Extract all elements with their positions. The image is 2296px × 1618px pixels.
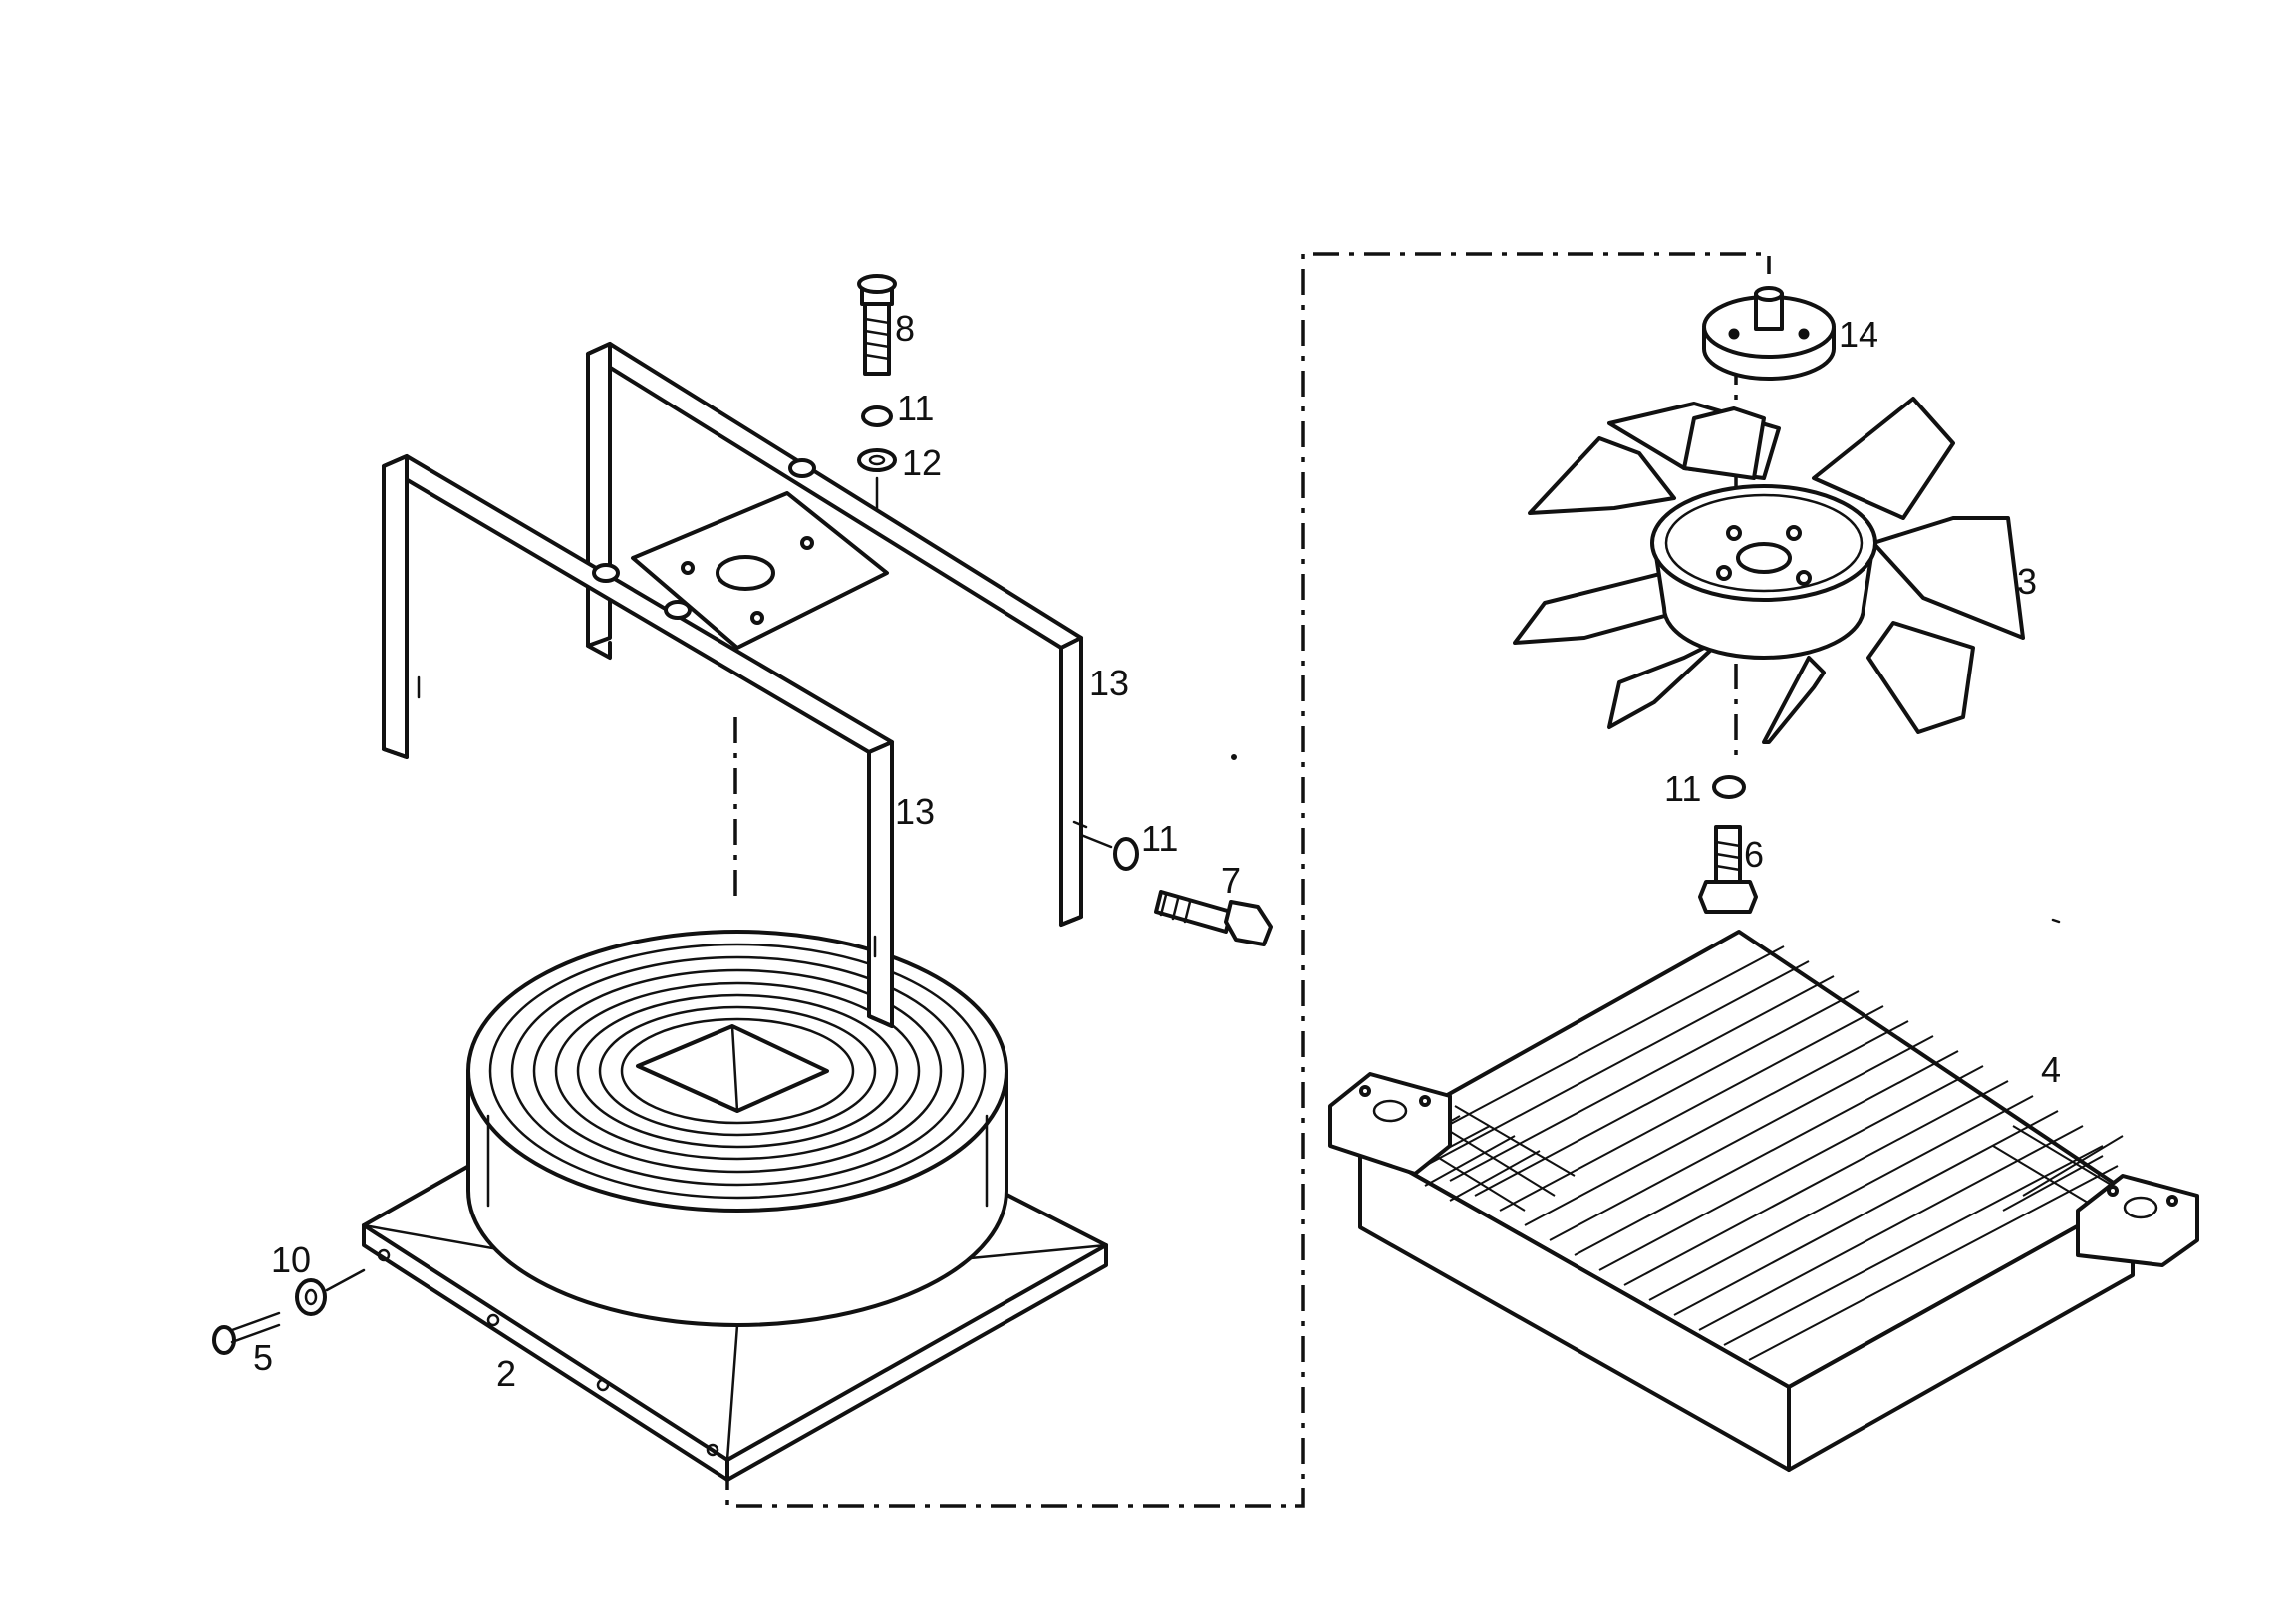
callout-part-14: 14 [1839, 314, 1879, 355]
callout-part-12: 12 [902, 442, 943, 483]
fan-hub-14-part [1702, 286, 1836, 381]
hex-bolt-8-part [857, 274, 897, 376]
callout-part-8: 8 [895, 308, 916, 349]
callout-part-3: 3 [2017, 561, 2038, 602]
callout-part-10: 10 [271, 1239, 312, 1280]
lock-washer-11-side [1079, 833, 1139, 871]
mounting-frame-part [382, 342, 1088, 1028]
callout-part-11-top: 11 [897, 388, 935, 428]
callout-part-13-rear: 13 [1089, 663, 1130, 703]
washer-10-part [295, 1268, 366, 1316]
hex-bolt-6-part [1698, 825, 1758, 914]
flat-washer-12-part [857, 448, 897, 472]
hex-bolt-7-part [1154, 890, 1273, 946]
callout-part-6: 6 [1744, 834, 1765, 875]
radiator-core-4-part [1328, 930, 2199, 1472]
screw-5-part [212, 1311, 281, 1355]
callout-part-11-fan: 11 [1664, 768, 1702, 809]
callout-part-4: 4 [2041, 1049, 2062, 1090]
lock-washer-11-top [861, 405, 893, 427]
callout-part-7: 7 [1221, 860, 1242, 901]
lock-washer-11-fan [1712, 775, 1746, 799]
fan-blade-3-part [1513, 397, 2025, 744]
callout-part-11-side: 11 [1141, 818, 1179, 859]
condenser-coil-base-part [362, 930, 1108, 1482]
callout-part-2: 2 [496, 1353, 517, 1394]
callout-part-5: 5 [253, 1337, 274, 1378]
callout-part-13-front: 13 [895, 791, 936, 832]
